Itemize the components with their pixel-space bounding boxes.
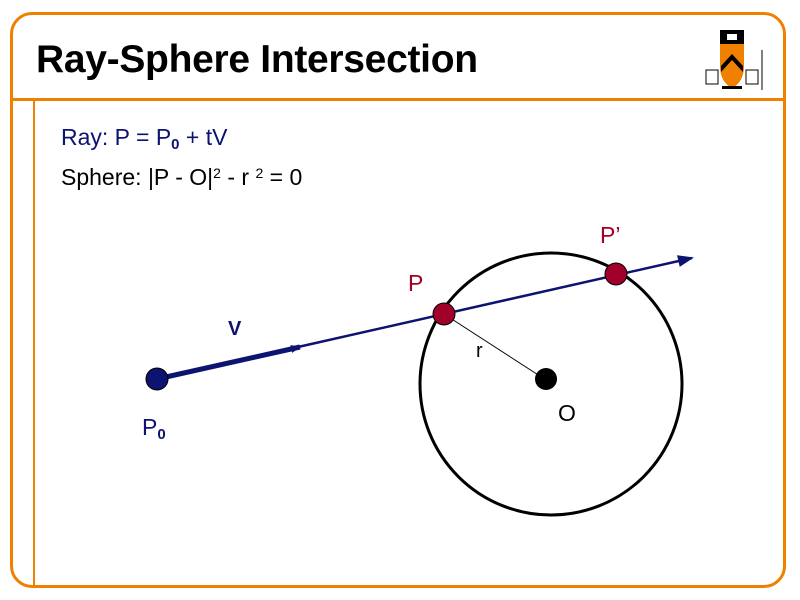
slide-frame <box>10 12 786 588</box>
label-v: V <box>228 318 242 340</box>
label-p: P <box>408 270 424 296</box>
radius-line <box>443 313 547 381</box>
left-margin-rule <box>33 100 35 587</box>
sphere-outline <box>418 251 684 517</box>
point-p0 <box>145 367 169 391</box>
point-p <box>432 302 456 326</box>
point-p-prime <box>604 262 628 286</box>
university-shield-logo-icon <box>705 30 763 90</box>
label-p0: P0 <box>142 414 166 443</box>
ray-line <box>297 255 694 349</box>
direction-vector-v <box>156 344 301 382</box>
sphere-center-o <box>535 368 557 390</box>
title-divider <box>10 98 786 101</box>
label-o: O <box>558 400 576 426</box>
ray-equation: Ray: P = P0 + tV <box>61 124 228 153</box>
slide-title: Ray-Sphere Intersection <box>36 38 478 81</box>
label-r: r <box>476 340 483 362</box>
label-p-prime: P’ <box>600 222 621 248</box>
sphere-equation: Sphere: |P - O|2 - r 2 = 0 <box>61 164 303 190</box>
